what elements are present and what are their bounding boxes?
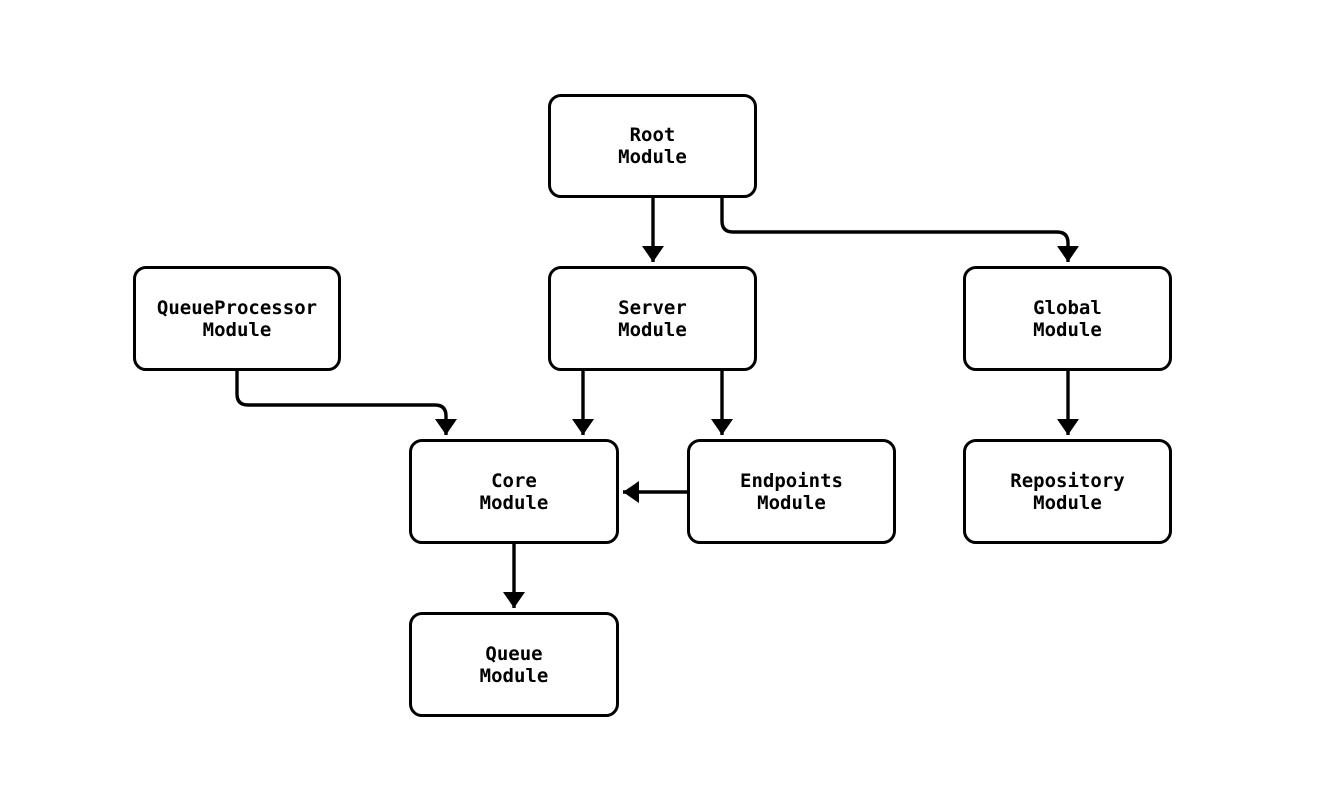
node-root-module: Root Module — [548, 94, 757, 198]
node-endpoints-module: Endpoints Module — [687, 439, 896, 544]
node-server-module: Server Module — [548, 266, 757, 371]
node-server-label-line2: Module — [618, 318, 687, 341]
node-queueprocessor-label-line2: Module — [202, 318, 272, 341]
node-root-label-line2: Module — [618, 146, 687, 168]
node-core-label-line1: Core — [491, 469, 537, 492]
node-core-label-line2: Module — [479, 491, 549, 514]
node-endpoints-label-line1: Endpoints — [740, 469, 843, 492]
node-root-label-line1: Root — [629, 124, 676, 146]
node-queueprocessor-label-line1: QueueProcessor — [156, 296, 318, 319]
edge-root-to-global — [720, 198, 1079, 262]
node-queue-module: Queue Module — [409, 612, 619, 717]
node-queueprocessor-module: QueueProcessor Module — [133, 266, 341, 371]
node-repository-label-line2: Module — [1033, 491, 1102, 514]
node-queue-label-line1: Queue — [485, 642, 543, 665]
edge-queueprocessor-to-core — [235, 371, 457, 435]
node-repository-label-line1: Repository — [1010, 469, 1125, 492]
node-endpoints-label-line2: Module — [757, 491, 826, 514]
node-queue-label-line2: Module — [479, 664, 549, 687]
node-repository-module: Repository Module — [963, 439, 1172, 544]
node-server-label-line1: Server — [618, 296, 687, 319]
node-global-label-line1: Global — [1033, 296, 1102, 319]
node-core-module: Core Module — [409, 439, 619, 544]
node-global-label-line2: Module — [1033, 318, 1102, 341]
node-global-module: Global Module — [963, 266, 1172, 371]
